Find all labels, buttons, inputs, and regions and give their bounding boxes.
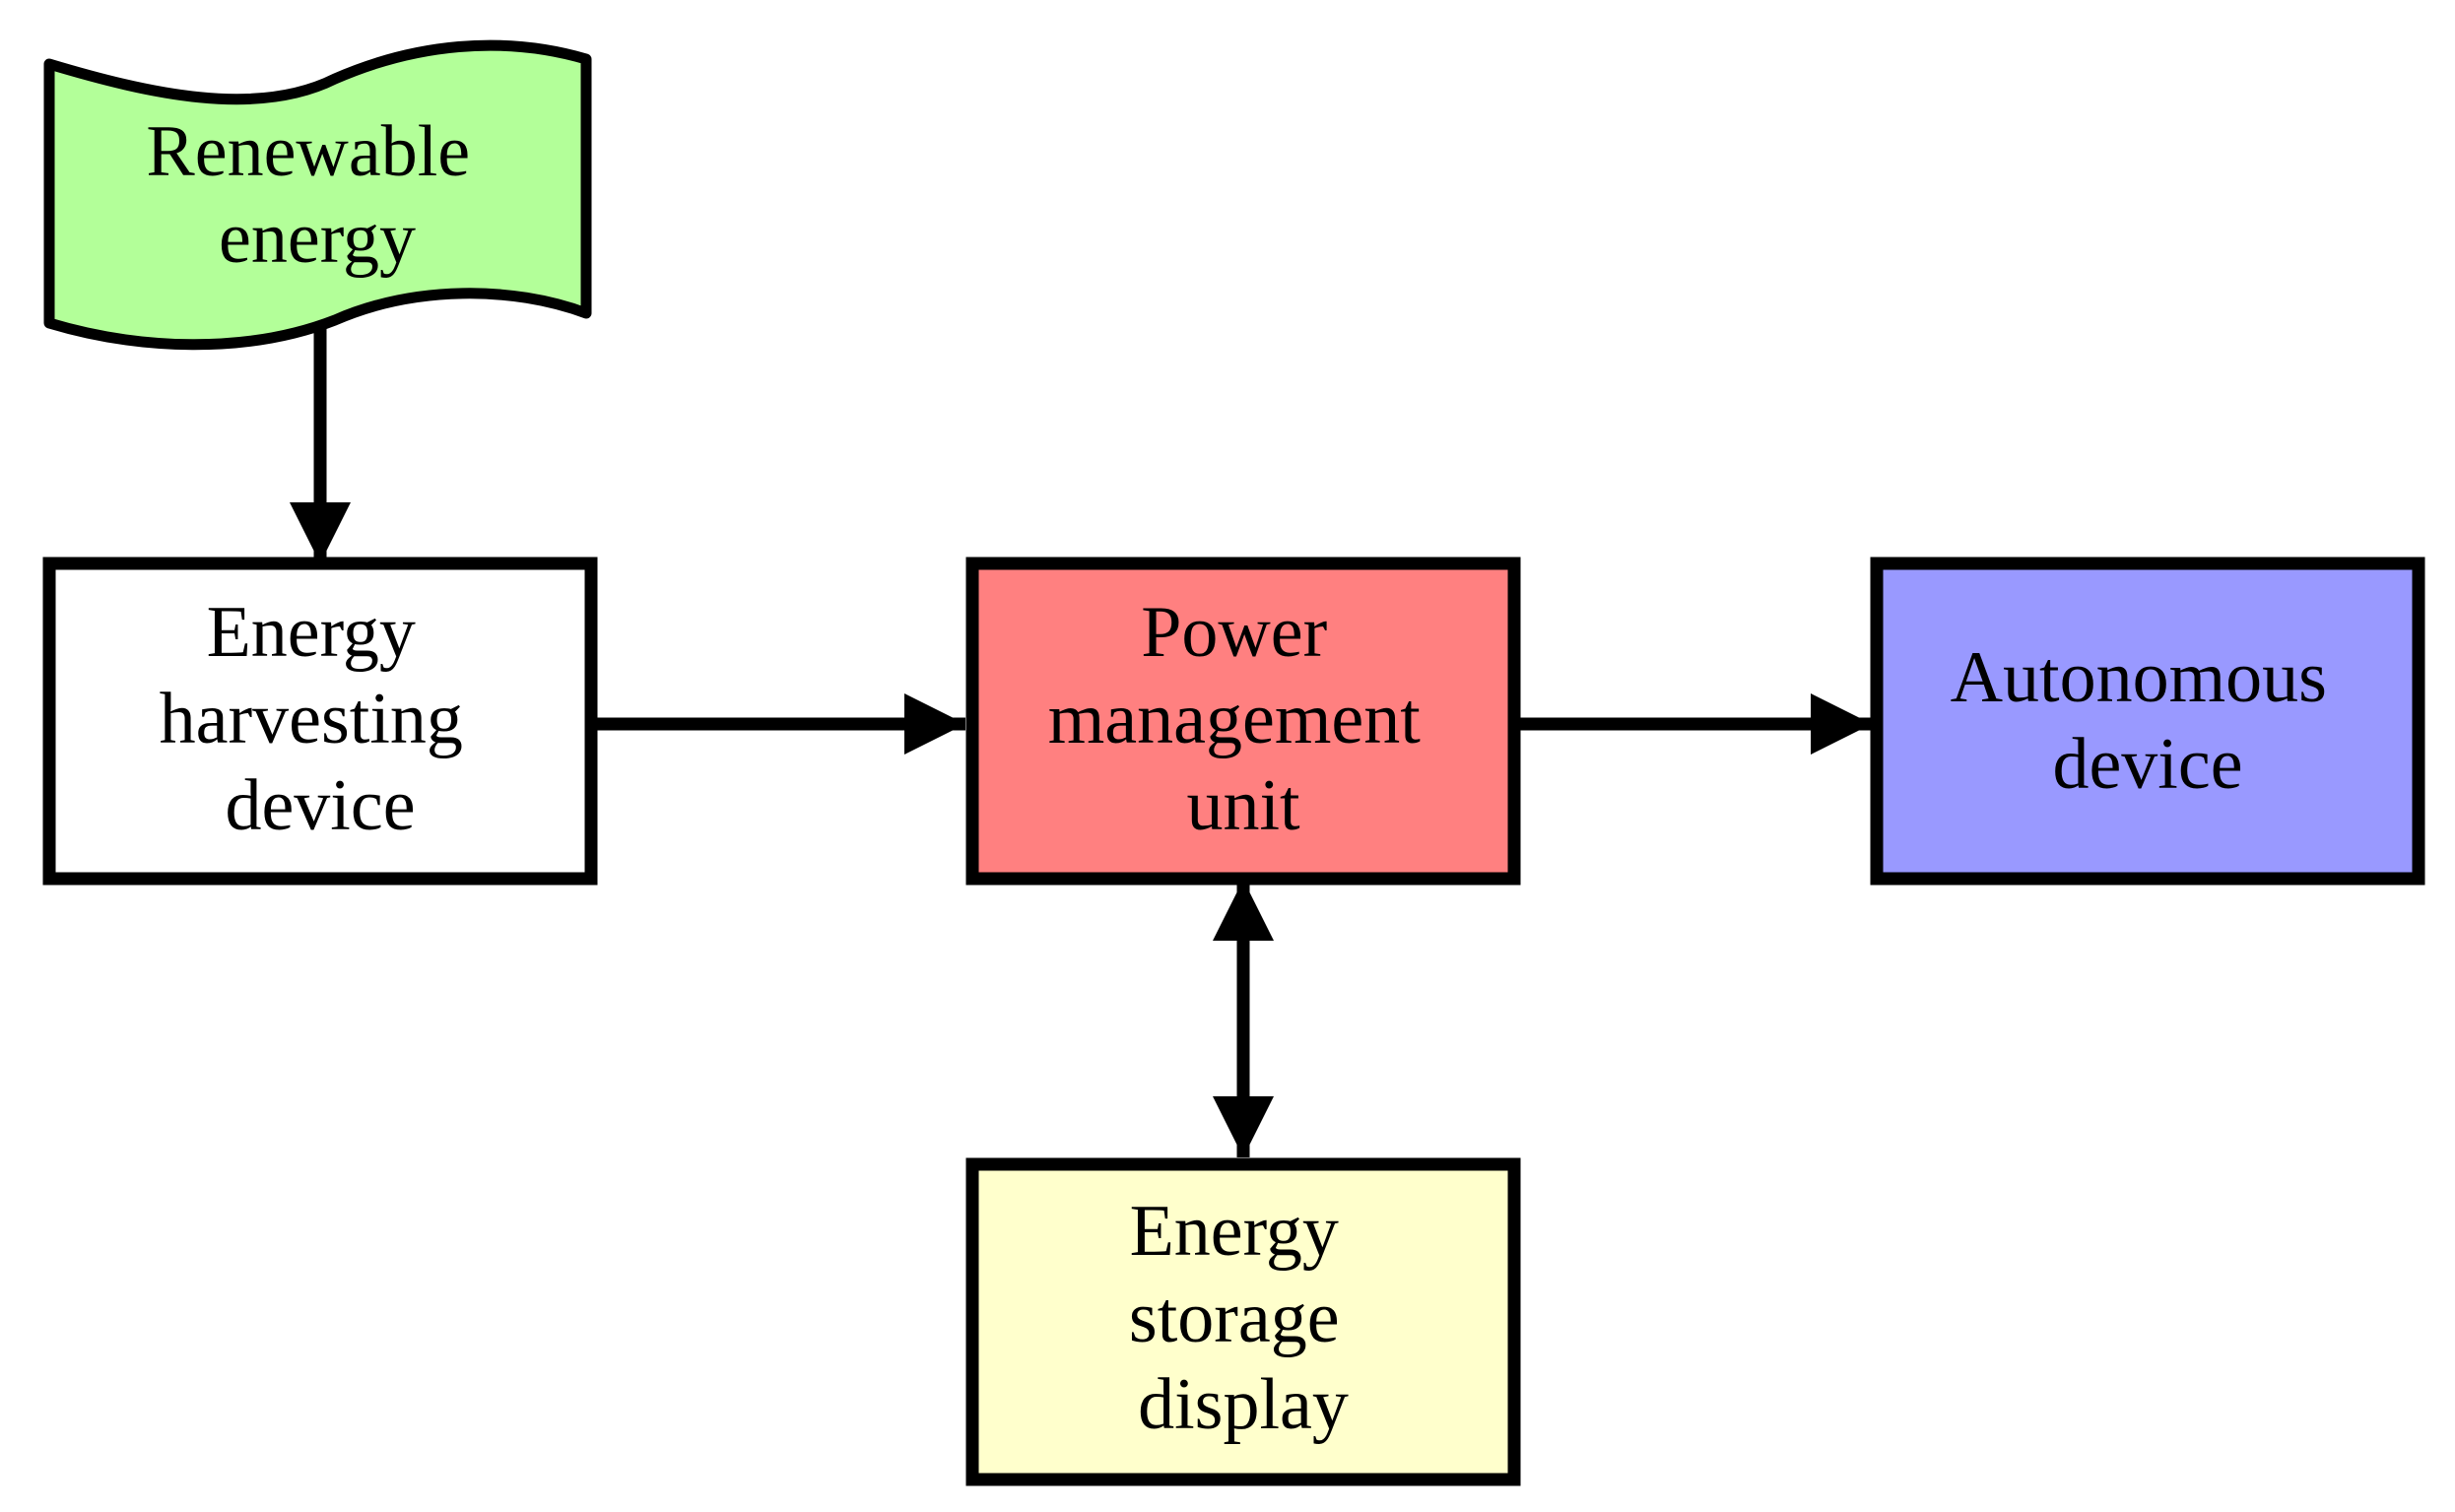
energy-storage-display-box	[965, 1157, 1521, 1486]
renewable-energy-shape	[43, 39, 592, 351]
node-energy-storage-display: Energy storage display	[965, 1157, 1521, 1486]
energy-harvesting-line-2: harvesting	[160, 679, 463, 759]
renewable-energy-line-1: Renewable	[146, 111, 470, 192]
power-management-unit-label: Power management unit	[1048, 592, 1439, 846]
autonomous-device-line-1: Autonomous	[1951, 637, 2327, 718]
autonomous-device-line-2: device	[2052, 724, 2242, 805]
energy-storage-display-label: Energy storage display	[1129, 1191, 1358, 1445]
power-management-line-2: management	[1048, 679, 1421, 759]
energy-harvesting-device-box	[42, 557, 598, 886]
renewable-energy-line-2: energy	[219, 198, 416, 279]
autonomous-device-label: Autonomous device	[1951, 637, 2346, 805]
power-management-unit-box	[965, 557, 1521, 886]
node-energy-harvesting-device: Energy harvesting device	[42, 557, 598, 886]
renewable-energy-label: Renewable energy	[146, 111, 488, 279]
node-power-management-unit: Power management unit	[965, 557, 1521, 886]
power-management-line-3: unit	[1186, 765, 1300, 846]
node-renewable-energy: Renewable energy	[43, 39, 592, 351]
energy-harvesting-line-3: device	[225, 765, 415, 846]
energy-storage-line-2: storage	[1129, 1278, 1340, 1358]
energy-harvesting-line-1: Energy	[207, 592, 416, 673]
energy-harvesting-device-label: Energy harvesting device	[160, 592, 482, 846]
energy-storage-line-3: display	[1138, 1364, 1349, 1445]
autonomous-device-box	[1870, 557, 2425, 886]
power-management-line-1: Power	[1141, 592, 1327, 673]
node-autonomous-device: Autonomous device	[1870, 557, 2425, 886]
energy-storage-line-1: Energy	[1130, 1191, 1339, 1272]
